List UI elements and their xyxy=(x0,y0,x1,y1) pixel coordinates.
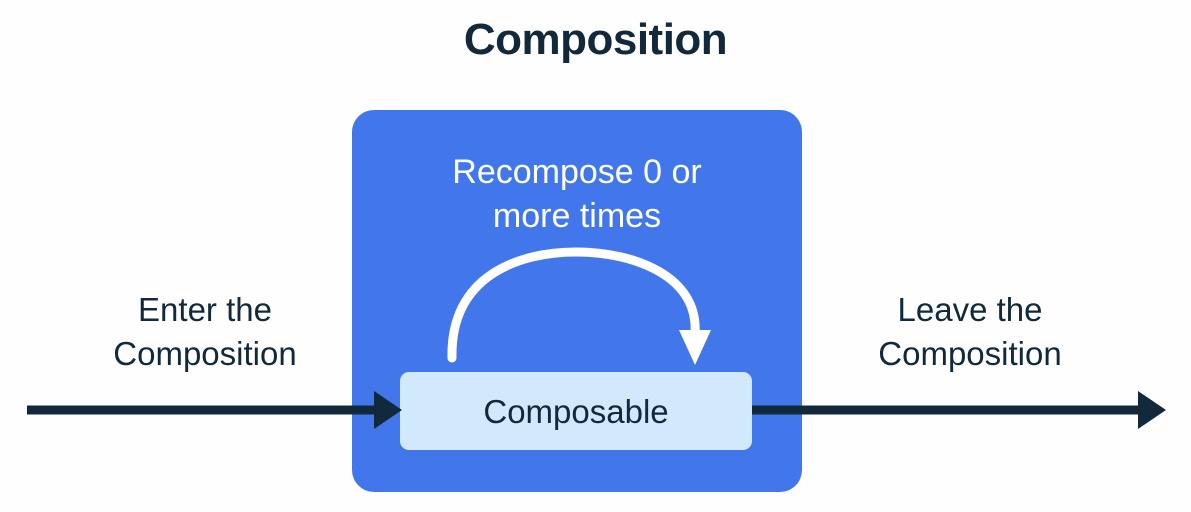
page-title: Composition xyxy=(463,15,728,64)
recompose-caption-line-2: more times xyxy=(492,197,662,235)
enter-arrow-icon xyxy=(27,391,402,429)
leave-composition-label: Leave the Composition xyxy=(820,288,1120,376)
recompose-caption: Recompose 0 or more times xyxy=(352,150,802,238)
enter-composition-label: Enter the Composition xyxy=(55,288,355,376)
composable-node[interactable]: Composable xyxy=(400,372,752,450)
leave-composition-label-line-2: Composition xyxy=(878,335,1062,372)
leave-arrow-icon xyxy=(752,391,1166,429)
recompose-caption-line-1: Recompose 0 or xyxy=(452,153,702,191)
leave-composition-label-line-1: Leave the xyxy=(897,291,1043,328)
enter-composition-label-line-1: Enter the xyxy=(138,291,272,328)
enter-composition-label-line-2: Composition xyxy=(113,335,297,372)
composable-label: Composable xyxy=(483,392,669,430)
